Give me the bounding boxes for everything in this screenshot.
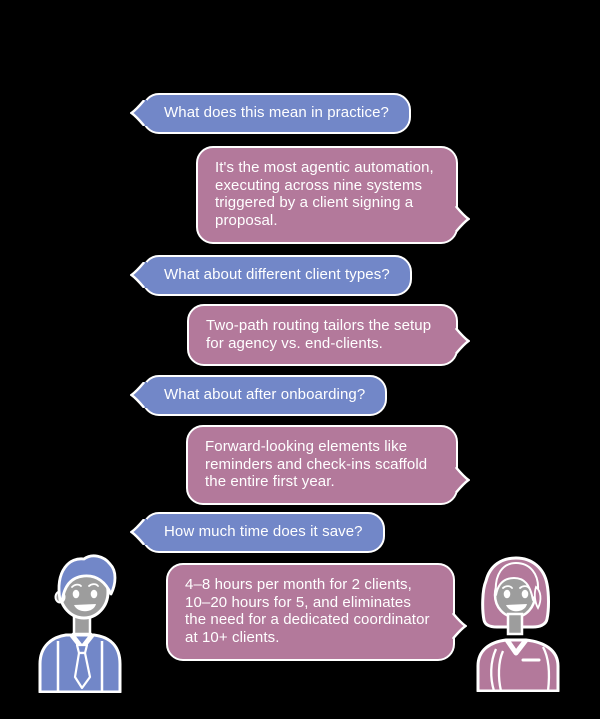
- message-text: Forward-looking elements like reminders …: [205, 438, 428, 491]
- right-avatar: [470, 550, 570, 697]
- speech-tail-left-icon: [130, 100, 147, 127]
- message-text: It's the most agentic automation, execut…: [215, 159, 434, 230]
- question-bubble-3: What about after onboarding?: [130, 375, 388, 416]
- answer-bubble-2: Two-path routing tailors the setup for a…: [187, 304, 470, 367]
- question-bubble-2: What about different client types?: [130, 255, 412, 296]
- message-text: What does this mean in practice?: [164, 104, 389, 121]
- message-text: How much time does it save?: [164, 523, 363, 540]
- message-text: What about different client types?: [164, 266, 390, 283]
- question-bubble-4: How much time does it save?: [130, 512, 385, 553]
- speech-tail-right-icon: [453, 205, 470, 232]
- speech-tail-right-icon: [453, 328, 470, 355]
- speech-tail-right-icon: [450, 612, 467, 639]
- answer-bubble-4: 4–8 hours per month for 2 clients, 10–20…: [166, 563, 467, 661]
- answer-bubble-3: Forward-looking elements like reminders …: [186, 425, 470, 506]
- speech-tail-right-icon: [453, 467, 470, 494]
- speech-tail-left-icon: [130, 262, 147, 289]
- speech-tail-left-icon: [130, 519, 147, 546]
- left-avatar: [32, 552, 132, 698]
- man-avatar-illustration: [38, 554, 122, 694]
- speech-tail-left-icon: [130, 382, 147, 409]
- message-text: 4–8 hours per month for 2 clients, 10–20…: [185, 576, 430, 647]
- message-text: Two-path routing tailors the setup for a…: [206, 317, 432, 352]
- answer-bubble-1: It's the most agentic automation, execut…: [196, 146, 470, 244]
- woman-avatar-illustration: [476, 556, 560, 693]
- question-bubble-1: What does this mean in practice?: [130, 93, 411, 134]
- message-text: What about after onboarding?: [164, 386, 366, 403]
